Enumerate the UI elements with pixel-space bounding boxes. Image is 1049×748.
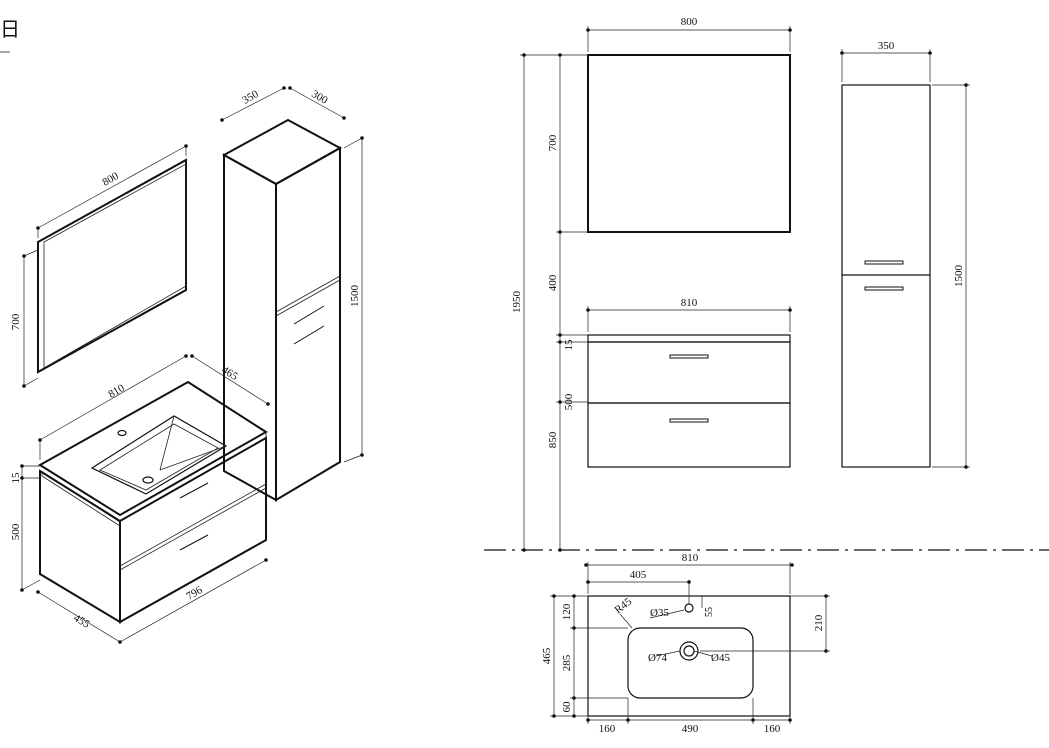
front-view: 800 700 400 1950 15 500 850 810	[484, 16, 1049, 552]
iso-top-thickness: 15	[10, 472, 22, 484]
front-mirror-height: 700	[547, 134, 559, 151]
side-column-view: 350 1500	[840, 40, 970, 469]
iso-column-height: 1500	[349, 285, 361, 308]
basin-front-edge: 120	[561, 603, 573, 620]
iso-mirror: 800 700	[10, 144, 188, 388]
corner-glyph: 日	[0, 19, 20, 41]
basin-tap-offset: 405	[630, 569, 647, 581]
front-gap: 400	[547, 274, 559, 291]
basin-plan-view: 810 405 Ø35 R45 55 Ø74 Ø45 210	[541, 552, 830, 735]
iso-vanity: 810 465 15 500 455 796	[10, 354, 270, 644]
front-vanity: 810	[586, 297, 792, 468]
side-column-height: 1500	[953, 265, 965, 288]
front-vanity-width: 810	[681, 297, 698, 309]
front-total-height: 1950	[511, 291, 523, 314]
iso-vanity-width: 810	[106, 382, 127, 401]
iso-body-width: 796	[184, 584, 205, 603]
iso-mirror-width: 800	[100, 170, 121, 189]
basin-side-left: 160	[599, 723, 616, 735]
basin-tap-diameter: Ø35	[650, 607, 669, 619]
iso-drawer-height: 500	[10, 523, 22, 540]
basin-depth: 465	[541, 647, 553, 664]
front-mirror-width: 800	[681, 16, 698, 28]
front-drawer-height: 500	[563, 393, 575, 410]
iso-mirror-height: 700	[10, 313, 22, 330]
iso-body-depth: 455	[71, 612, 92, 631]
basin-bowl-depth: 285	[561, 654, 573, 671]
basin-drain-outer: Ø74	[648, 652, 667, 664]
isometric-view: 800 700 350 300 1500	[10, 86, 364, 644]
iso-column: 350 300 1500	[220, 86, 364, 502]
basin-rear-to-drain: 210	[813, 614, 825, 631]
basin-tap-edge: 55	[704, 607, 715, 617]
basin-bowl-width: 490	[682, 723, 699, 735]
iso-column-depth: 350	[240, 88, 261, 107]
basin-drain-inner: Ø45	[711, 652, 730, 664]
iso-column-width: 300	[309, 88, 330, 107]
basin-back-edge: 60	[561, 701, 573, 713]
side-column-width: 350	[878, 40, 895, 52]
front-floor-height: 850	[547, 431, 559, 448]
basin-side-right: 160	[764, 723, 781, 735]
front-mirror	[587, 54, 791, 233]
basin-width: 810	[682, 552, 699, 564]
iso-vanity-depth: 465	[219, 364, 240, 383]
front-top-thickness: 15	[563, 339, 575, 351]
basin-corner-radius: R45	[612, 595, 634, 616]
